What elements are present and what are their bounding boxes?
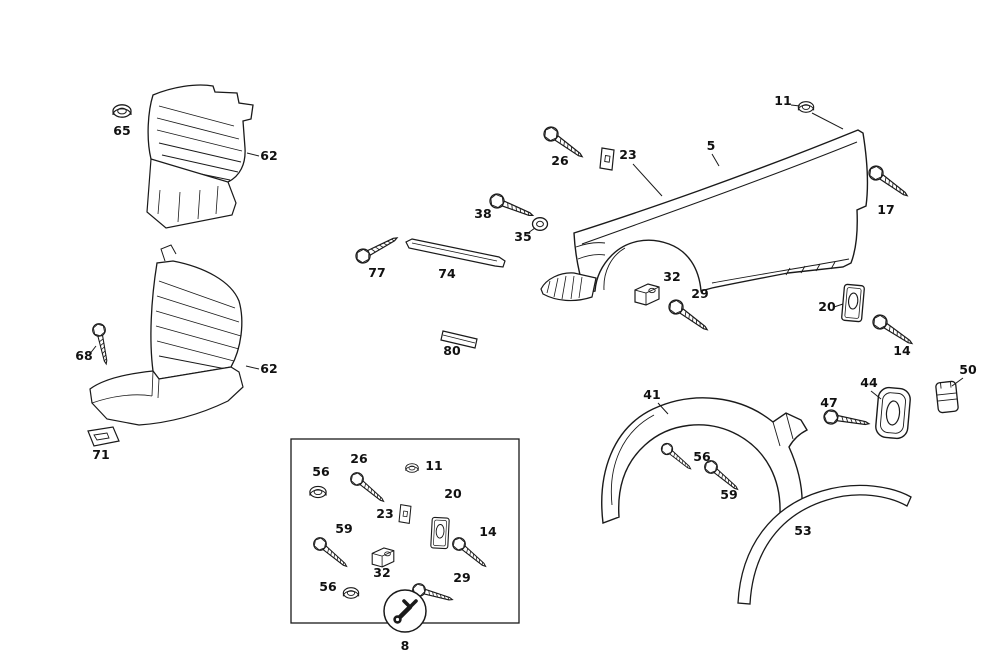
screw-38-icon [487, 191, 536, 223]
part-label-62-upper: 62 [260, 148, 277, 163]
part-label-62-lower: 62 [260, 361, 277, 376]
part-label-68: 68 [75, 348, 92, 363]
front-fender [573, 129, 869, 294]
strip-80-icon [440, 330, 478, 349]
inset-nut-56b-icon [342, 587, 360, 599]
part-label-71: 71 [92, 447, 109, 462]
part-label-14: 14 [893, 343, 911, 358]
part-label-20: 20 [818, 299, 836, 314]
clip-plate-23-icon [599, 147, 615, 171]
part-label-44: 44 [860, 375, 878, 390]
inset-label-56-top: 56 [312, 464, 330, 479]
screw-29-icon [665, 296, 712, 336]
screw-56-icon [658, 440, 695, 474]
part-label-38: 38 [474, 206, 491, 221]
inset-plate-23-icon [398, 504, 412, 524]
wrench-icon [383, 589, 427, 633]
inset-label-56-bottom: 56 [319, 579, 337, 594]
screw-77-icon [352, 231, 401, 267]
inset-nut-56-icon [309, 485, 327, 499]
bolt-68-icon [90, 321, 113, 366]
moulding-strip-74 [405, 238, 506, 268]
nut-65-icon [112, 104, 132, 118]
grommet-plate-44-icon [875, 386, 911, 440]
part-label-41: 41 [643, 387, 660, 402]
nut-11-icon [797, 101, 815, 113]
inset-label-23: 23 [376, 506, 393, 521]
lower-lining-panel [89, 244, 244, 426]
inset-label-8: 8 [401, 638, 410, 653]
inset-screw-14-icon [449, 534, 491, 572]
part-label-65: 65 [113, 123, 130, 138]
part-label-5: 5 [707, 138, 716, 153]
part-label-80: 80 [443, 343, 461, 358]
part-label-23: 23 [619, 147, 636, 162]
part-label-50: 50 [959, 362, 977, 377]
inset-screw-59-icon [310, 534, 352, 572]
part-label-35: 35 [514, 229, 531, 244]
screw-47-icon [822, 408, 871, 432]
inset-nut-11-icon [405, 463, 419, 473]
clip-71-icon [87, 426, 120, 447]
part-label-59-liner: 59 [720, 487, 737, 502]
inset-label-14: 14 [479, 524, 497, 539]
inset-label-26: 26 [350, 451, 368, 466]
part-labels: 65 62 26 23 11 5 17 38 35 77 74 32 29 20… [75, 93, 977, 653]
part-label-74: 74 [438, 266, 456, 281]
plate-20-icon [840, 283, 866, 323]
inset-label-59: 59 [335, 521, 352, 536]
part-label-56-liner: 56 [693, 449, 711, 464]
screw-17-icon [865, 162, 912, 202]
inset-label-32: 32 [373, 565, 390, 580]
part-label-29: 29 [691, 286, 708, 301]
upper-lining-panel [146, 84, 254, 229]
part-label-47: 47 [820, 395, 837, 410]
part-label-26: 26 [551, 153, 569, 168]
clip-50-icon [935, 380, 959, 414]
bracket-32-icon [634, 283, 660, 306]
inset-screw-26-icon [347, 469, 389, 507]
part-label-32: 32 [663, 269, 680, 284]
part-label-17: 17 [877, 202, 894, 217]
inset-label-11: 11 [425, 458, 442, 473]
wheel-arch-liner [601, 397, 808, 524]
arch-trim-strip [737, 484, 912, 605]
part-label-53: 53 [794, 523, 811, 538]
leader-lines [88, 104, 964, 415]
inset-plate-20-icon [430, 516, 450, 550]
part-label-77: 77 [368, 265, 385, 280]
inset-label-29: 29 [453, 570, 470, 585]
fender-front-lower-panel [540, 272, 597, 302]
inset-label-20: 20 [444, 486, 462, 501]
part-label-11: 11 [774, 93, 791, 108]
